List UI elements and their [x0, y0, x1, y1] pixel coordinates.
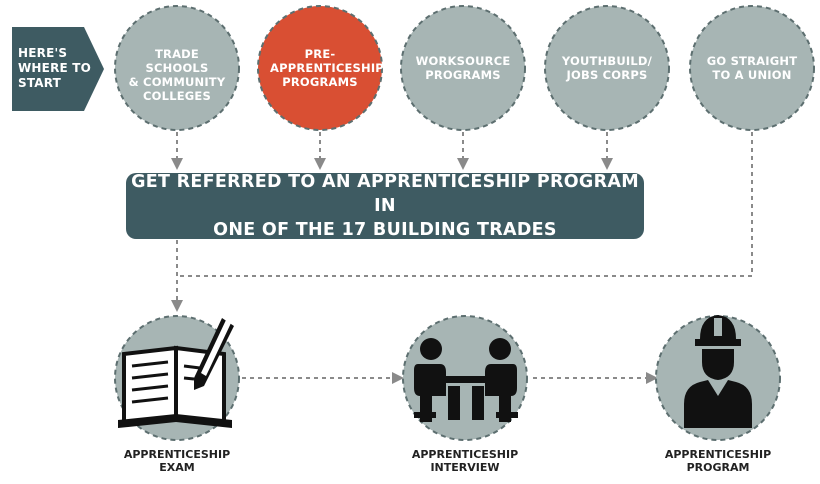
- entry-circle-worksource: [400, 5, 526, 131]
- start-arrow-shape: [12, 27, 104, 111]
- step-label-exam: APPRENTICESHIP EXAM: [123, 448, 231, 474]
- entry-label-youthbuild: YOUTHBUILD/ JOBS CORPS: [561, 54, 653, 82]
- entry-circles: [114, 5, 815, 131]
- entry-circle-union: [689, 5, 815, 131]
- entry-circle-pre-apprenticeship: [257, 5, 383, 131]
- referral-banner: [126, 173, 644, 239]
- hardhat-worker-icon: [684, 315, 752, 428]
- entry-circle-trade-schools: [114, 5, 240, 131]
- referral-banner-text: GET REFERRED TO AN APPRENTICESHIP PROGRA…: [131, 172, 639, 240]
- entry-connectors: [171, 132, 753, 384]
- entry-label-pre-apprenticeship: PRE- APPRENTICESHIP PROGRAMS: [270, 47, 384, 89]
- connector-union-bypass: [177, 132, 753, 277]
- step-label-program: APPRENTICESHIP PROGRAM: [664, 448, 772, 474]
- entry-label-union: GO STRAIGHT TO A UNION: [706, 54, 798, 82]
- book-pencil-icon: [118, 318, 234, 428]
- start-label: HERE'S WHERE TO START: [18, 46, 92, 90]
- entry-circle-youthbuild: [544, 5, 670, 131]
- step-label-interview: APPRENTICESHIP INTERVIEW: [411, 448, 519, 474]
- entry-label-trade-schools: TRADE SCHOOLS & COMMUNITY COLLEGES: [128, 47, 226, 103]
- interview-icon: [414, 338, 518, 422]
- entry-label-worksource: WORKSOURCE PROGRAMS: [415, 54, 511, 82]
